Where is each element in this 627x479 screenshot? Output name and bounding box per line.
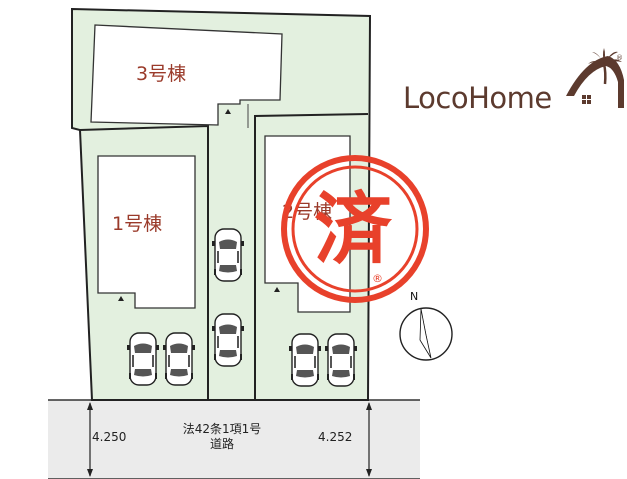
road-width-left: 4.250 <box>92 430 126 444</box>
sold-stamp: 済 ® <box>281 155 429 303</box>
palm-tree-icon <box>588 48 622 85</box>
building-lot2 <box>264 135 351 313</box>
lot-divider-lot2 <box>254 113 369 400</box>
roof-icon <box>566 56 624 108</box>
road <box>48 400 420 479</box>
parking-car-1 <box>211 228 245 282</box>
sold-stamp-ring-outer <box>281 155 429 303</box>
road-dim-left-arrow-top <box>87 402 93 410</box>
building-lot1 <box>97 155 196 309</box>
road-label-line2: 道路 <box>210 436 234 451</box>
road-label-line1: 法42条1項1号 <box>183 422 262 436</box>
parking-car-5 <box>288 333 322 387</box>
brand-registered: ® <box>616 54 623 62</box>
compass-needle-light <box>419 308 432 359</box>
road-dim-right-arrow-bottom <box>366 469 372 477</box>
lot2-entrance-mark <box>274 287 280 292</box>
parking-car-4 <box>162 332 196 386</box>
brand-logo: LocoHome ® <box>403 48 624 115</box>
sold-stamp-character: 済 <box>314 185 393 275</box>
building-lot3 <box>90 24 283 126</box>
lot3-label: 3号棟 <box>136 63 186 85</box>
lot3-entrance-mark <box>225 109 231 114</box>
sold-stamp-ring-inner <box>291 165 419 293</box>
lot1-entrance-mark <box>118 296 124 301</box>
sold-stamp-registered: ® <box>372 272 383 285</box>
parking-car-2 <box>211 313 245 367</box>
parking-car-3 <box>126 332 160 386</box>
compass-north-label: N <box>410 290 418 303</box>
window-icon <box>582 95 591 104</box>
lot1-label: 1号棟 <box>112 213 162 235</box>
parking-car-6 <box>324 333 358 387</box>
brand-name: LocoHome <box>403 81 552 115</box>
lot-divider-lot3 <box>79 124 209 400</box>
north-compass: N <box>399 290 453 361</box>
road-dim-left-arrow-bottom <box>87 469 93 477</box>
road-width-right: 4.252 <box>318 430 352 444</box>
road-dim-right-arrow-top <box>366 402 372 410</box>
